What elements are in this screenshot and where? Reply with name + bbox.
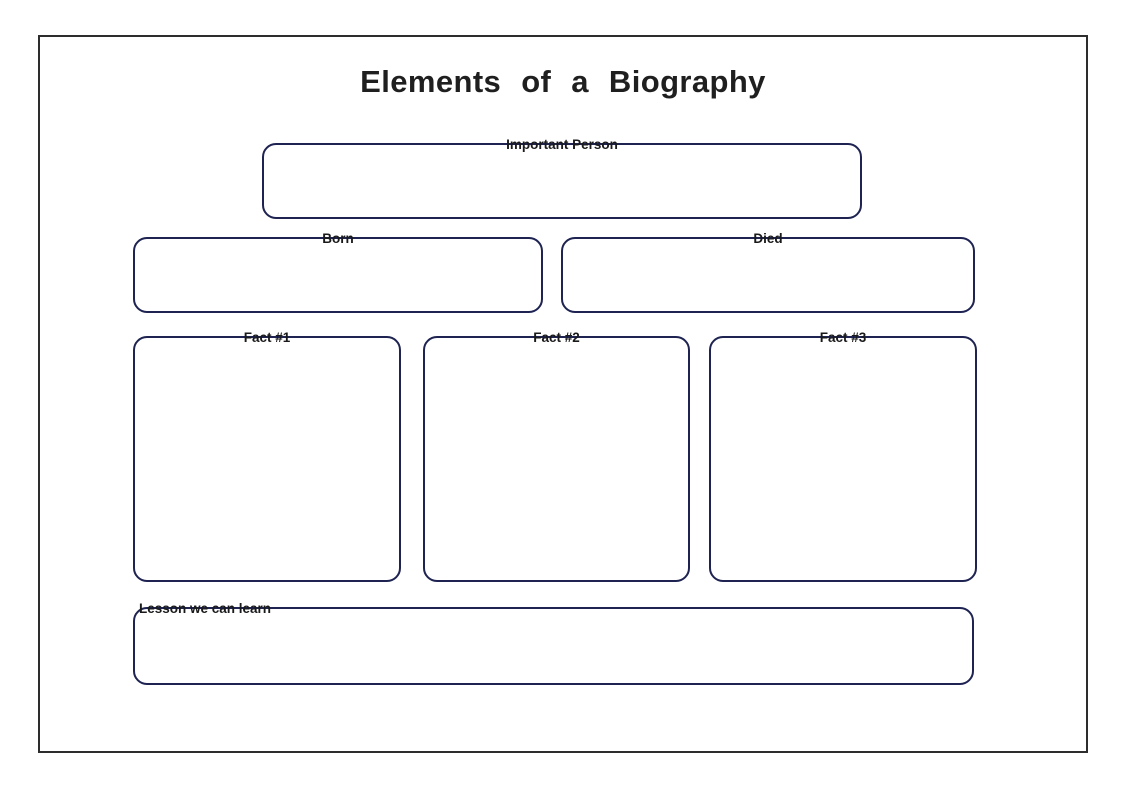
fact-2-write-area[interactable] (425, 356, 688, 580)
died-box[interactable]: Died (561, 231, 975, 313)
born-write-area[interactable] (135, 257, 541, 311)
fact-3-write-area[interactable] (711, 356, 975, 580)
lesson-label: Lesson we can learn (139, 601, 272, 616)
lesson-write-area[interactable] (135, 627, 972, 683)
died-write-area[interactable] (563, 257, 973, 311)
fact-2-box[interactable]: Fact #2 (423, 330, 690, 582)
page-title: Elements of a Biography (360, 64, 766, 99)
important-person-box[interactable]: Important Person (262, 137, 862, 219)
died-label: Died (753, 231, 783, 246)
fact-2-label: Fact #2 (533, 330, 580, 345)
important-person-write-area[interactable] (264, 163, 860, 217)
born-box[interactable]: Born (133, 231, 543, 313)
fact-1-box[interactable]: Fact #1 (133, 330, 401, 582)
fact-3-box[interactable]: Fact #3 (709, 330, 977, 582)
fact-3-label: Fact #3 (819, 330, 867, 345)
fact-1-label: Fact #1 (243, 330, 291, 345)
page-frame: Elements of a Biography Important Person… (38, 35, 1088, 753)
born-label: Born (322, 231, 354, 246)
fact-1-write-area[interactable] (135, 356, 399, 580)
lesson-box[interactable]: Lesson we can learn (133, 601, 974, 685)
important-person-label: Important Person (506, 137, 618, 152)
